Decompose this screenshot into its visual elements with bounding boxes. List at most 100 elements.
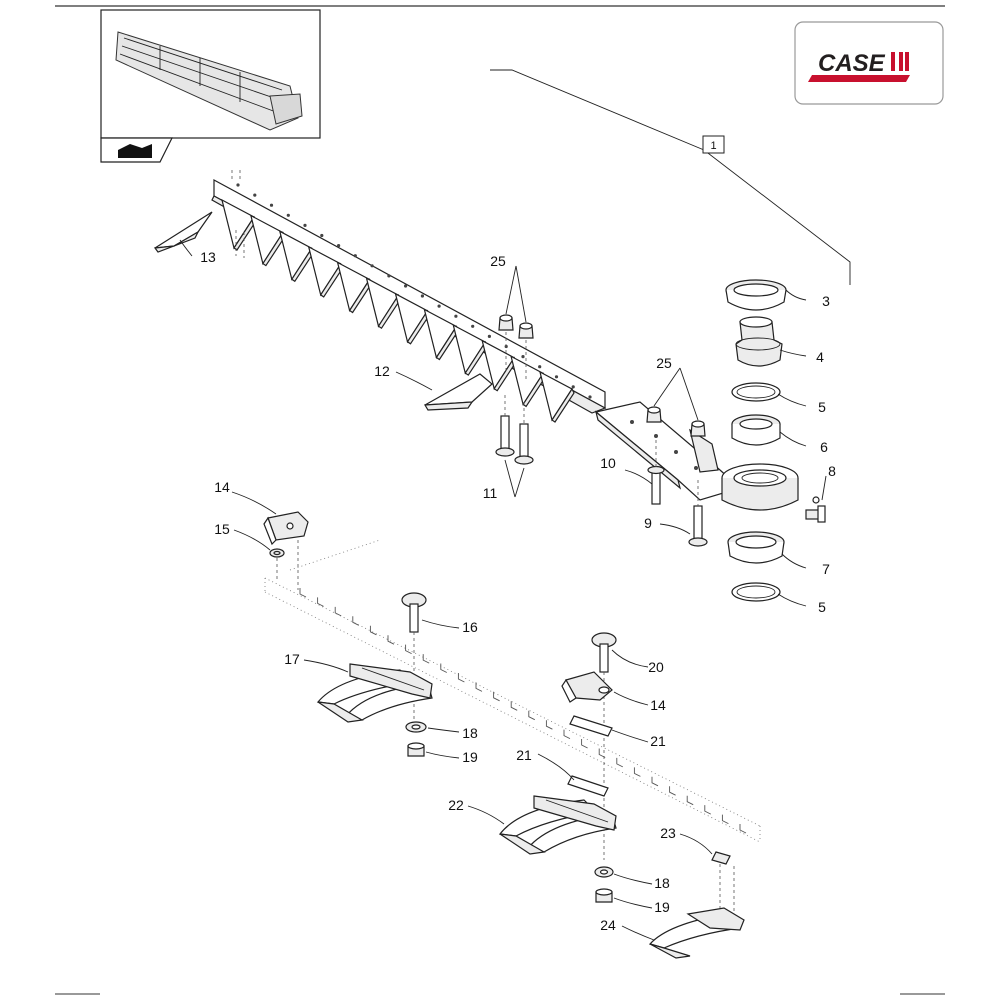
- guard-bar: [264, 539, 761, 843]
- bar-hole: [353, 254, 357, 258]
- bushing-4: [735, 316, 783, 367]
- nut-19-upper: [407, 742, 425, 757]
- assembly-ref-label: 1: [710, 140, 716, 152]
- bar-hole: [320, 233, 324, 238]
- nut-19-lower: [595, 888, 613, 903]
- guard-bar-tick: [440, 663, 448, 673]
- hold-down-clip-14-right: [561, 671, 613, 703]
- guard-bar-tick: [563, 729, 571, 740]
- guard-bar-tick: [739, 824, 747, 834]
- bar-hole: [303, 223, 307, 227]
- callout-21-lower: 21: [516, 747, 532, 763]
- rivet-nuts-25-bar: [498, 314, 534, 339]
- bar-hole: [454, 314, 458, 318]
- grease-fitting-8: [805, 496, 826, 523]
- guard-bar-tick: [704, 805, 712, 815]
- bolt-9: [688, 505, 708, 547]
- callout-11: 11: [483, 485, 498, 501]
- knife-sections: [221, 198, 575, 423]
- bar-hole: [538, 365, 542, 369]
- view-arrow-icon: [118, 144, 152, 158]
- bar-hole: [554, 375, 559, 379]
- callout-13: 13: [200, 249, 216, 265]
- washer-18-upper: [405, 721, 427, 733]
- wear-plate-21-upper: [569, 715, 613, 737]
- callout-18-lower: 18: [654, 875, 670, 891]
- callout-3: 3: [822, 293, 830, 309]
- callout-5-top: 5: [818, 399, 826, 415]
- guard-bar-tick: [299, 588, 307, 598]
- guard-bar-tick: [545, 720, 553, 730]
- callout-4: 4: [816, 349, 824, 365]
- guard-bar-tick: [387, 635, 395, 645]
- bar-hole: [286, 213, 290, 217]
- callout-21-upper: 21: [650, 733, 666, 749]
- callout-7: 7: [822, 561, 830, 577]
- seal-ring-3: [725, 279, 787, 311]
- bar-hole: [337, 244, 341, 248]
- snap-ring-5-top: [731, 382, 781, 402]
- carriage-bolt-16: [401, 592, 427, 633]
- callout-19-lower: 19: [654, 899, 670, 915]
- callout-22: 22: [448, 797, 464, 813]
- guard-bar-tick: [369, 625, 377, 636]
- callout-25-bar: 25: [490, 253, 506, 269]
- guard-bar-tick: [721, 814, 729, 825]
- bolts-11: [495, 415, 534, 465]
- bar-hole: [253, 193, 257, 197]
- callout-9: 9: [644, 515, 652, 531]
- callout-10: 10: [600, 455, 616, 471]
- guard-bar-tick: [686, 795, 694, 806]
- hold-down-clip-14-left: [263, 511, 309, 546]
- bolt-10: [647, 465, 665, 505]
- guard-bar-tick: [633, 767, 641, 777]
- guard-bar-tick: [493, 691, 500, 702]
- callout-6: 6: [820, 439, 828, 455]
- bar-hole: [236, 183, 240, 187]
- callout-14-left: 14: [214, 479, 230, 495]
- callout-23: 23: [660, 825, 676, 841]
- guard-bar-tick: [475, 682, 483, 692]
- callout-8: 8: [828, 463, 836, 479]
- guard-bar-tick: [405, 644, 412, 655]
- logo-wordmark: CASE: [818, 50, 886, 77]
- guard-bar-tick: [317, 597, 324, 607]
- guard-bar-tick: [457, 673, 465, 683]
- callout-labels: 3 4 5 6 8 7 5 13 25 12 25 10 11 9 14 15 …: [200, 249, 836, 933]
- callout-5-bottom: 5: [818, 599, 826, 615]
- wear-plate-21-lower: [567, 775, 609, 797]
- washer-15: [269, 548, 285, 558]
- bar-hole: [404, 284, 408, 288]
- guard-bar-tick: [352, 616, 360, 626]
- callout-24: 24: [600, 917, 616, 933]
- assembly-ref-box: [702, 135, 725, 154]
- bar-hole: [487, 334, 491, 338]
- clip-23: [711, 851, 731, 865]
- rivet-nuts-25-head: [646, 406, 706, 437]
- double-guard-22: [498, 795, 617, 855]
- callout-18-upper: 18: [462, 725, 478, 741]
- bar-hole: [269, 203, 274, 207]
- callout-17: 17: [284, 651, 300, 667]
- callout-16: 16: [462, 619, 478, 635]
- bar-hole: [471, 324, 475, 328]
- assembly-bracket: 1: [490, 69, 851, 285]
- bar-hole: [571, 385, 575, 389]
- bearing-6: [731, 414, 781, 446]
- guard-bar-tick: [616, 757, 624, 768]
- logo-swoosh: [808, 75, 910, 82]
- callout-25-head: 25: [656, 355, 672, 371]
- callout-12: 12: [374, 363, 390, 379]
- bar-hole: [588, 395, 592, 399]
- case-ih-logo: CASE: [794, 21, 944, 105]
- bearing-housing: [721, 463, 799, 511]
- guard-bar-tick: [334, 606, 342, 617]
- bar-hole: [521, 355, 525, 359]
- carriage-bolt-20: [591, 632, 617, 673]
- leader-lines: [179, 239, 827, 941]
- bar-hole: [370, 264, 374, 268]
- bar-hole: [387, 274, 391, 278]
- washer-18-lower: [594, 866, 614, 878]
- logo-ih-mark: [891, 52, 895, 71]
